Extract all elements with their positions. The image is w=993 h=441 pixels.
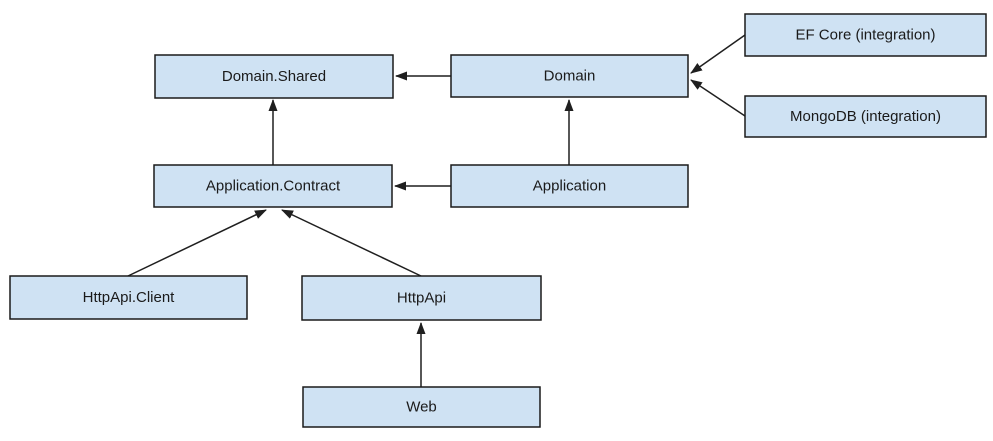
node-httpapi-client: HttpApi.Client [9, 275, 248, 320]
node-box-httpapi-client [9, 275, 248, 320]
node-label-application: Application [533, 178, 606, 195]
edge-httpapi-to-application-contract [281, 209, 422, 277]
node-label-domain: Domain [544, 68, 596, 85]
node-box-domain-shared [154, 54, 394, 99]
node-label-application-contract: Application.Contract [206, 178, 341, 195]
edge-httpapi-client-to-application-contract [127, 209, 267, 277]
node-domain: Domain [450, 54, 689, 98]
node-box-domain [450, 54, 689, 98]
edge-ef-core-to-domain [690, 34, 746, 74]
node-box-application-contract [153, 164, 393, 208]
node-label-web: Web [406, 399, 437, 416]
node-web: Web [302, 386, 541, 428]
node-domain-shared: Domain.Shared [154, 54, 394, 99]
node-box-httpapi [301, 275, 542, 321]
edge-mongodb-to-domain [690, 79, 746, 117]
node-box-application [450, 164, 689, 208]
node-mongodb: MongoDB (integration) [744, 95, 987, 138]
node-application-contract: Application.Contract [153, 164, 393, 208]
node-label-ef-core: EF Core (integration) [795, 27, 935, 44]
node-label-mongodb: MongoDB (integration) [790, 108, 941, 125]
node-label-domain-shared: Domain.Shared [222, 68, 326, 85]
node-box-mongodb [744, 95, 987, 138]
node-box-web [302, 386, 541, 428]
node-application: Application [450, 164, 689, 208]
node-box-ef-core [744, 13, 987, 57]
node-label-httpapi: HttpApi [397, 290, 446, 307]
node-label-httpapi-client: HttpApi.Client [83, 289, 176, 306]
node-ef-core: EF Core (integration) [744, 13, 987, 57]
node-httpapi: HttpApi [301, 275, 542, 321]
